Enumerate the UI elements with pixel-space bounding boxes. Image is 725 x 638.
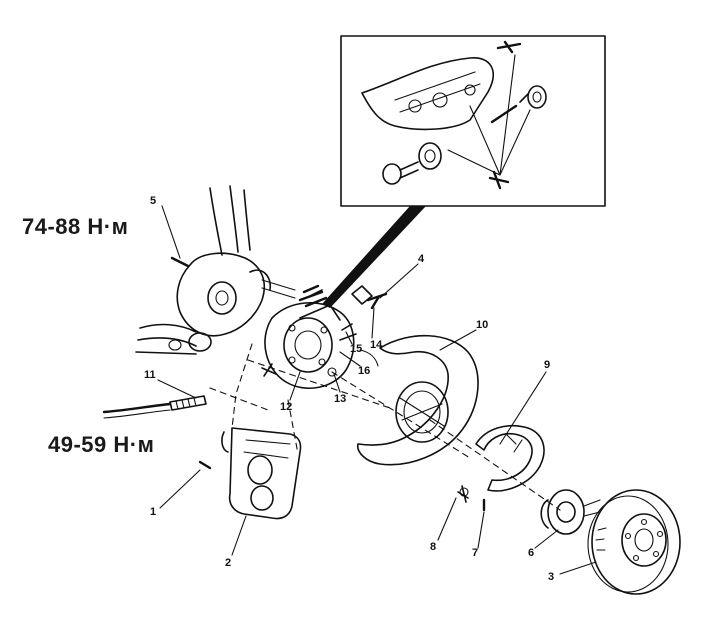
shoe-hardware [457,485,486,512]
callout-12: 12 [280,401,292,413]
anchor-plate [261,289,355,390]
callout-6: 6 [528,547,534,559]
callout-14: 14 [370,339,383,351]
brake-disc [587,489,681,595]
callout-7: 7 [472,547,478,559]
torque-label-lower: 49-59 Н·м [48,432,155,457]
callout-5: 5 [150,195,156,207]
parking-brake-shoe [475,424,545,492]
callout-15: 15 [350,343,362,355]
callout-4: 4 [418,253,425,265]
callout-9: 9 [544,359,550,371]
callout-16: 16 [358,365,370,377]
parking-brake-cable [102,395,207,419]
callout-11: 11 [144,369,156,381]
inset-pointer [322,206,426,308]
callout-1: 1 [150,506,156,518]
callout-13: 13 [334,393,346,405]
alignment-lines [209,343,561,511]
small-hardware [298,284,388,377]
steering-knuckle [135,185,296,355]
callout-numbers: 1 2 3 4 5 6 7 8 9 10 11 12 13 14 15 16 [144,195,554,583]
callout-8: 8 [430,541,436,553]
hub-bearing [540,489,601,535]
dust-shield [356,334,479,466]
inset-detail [340,35,606,207]
callout-3: 3 [548,571,554,583]
torque-label-upper: 74-88 Н·м [22,214,129,239]
callout-2: 2 [225,557,231,569]
callout-leaders [157,205,597,575]
callout-10: 10 [476,319,488,331]
brake-caliper [198,427,302,520]
